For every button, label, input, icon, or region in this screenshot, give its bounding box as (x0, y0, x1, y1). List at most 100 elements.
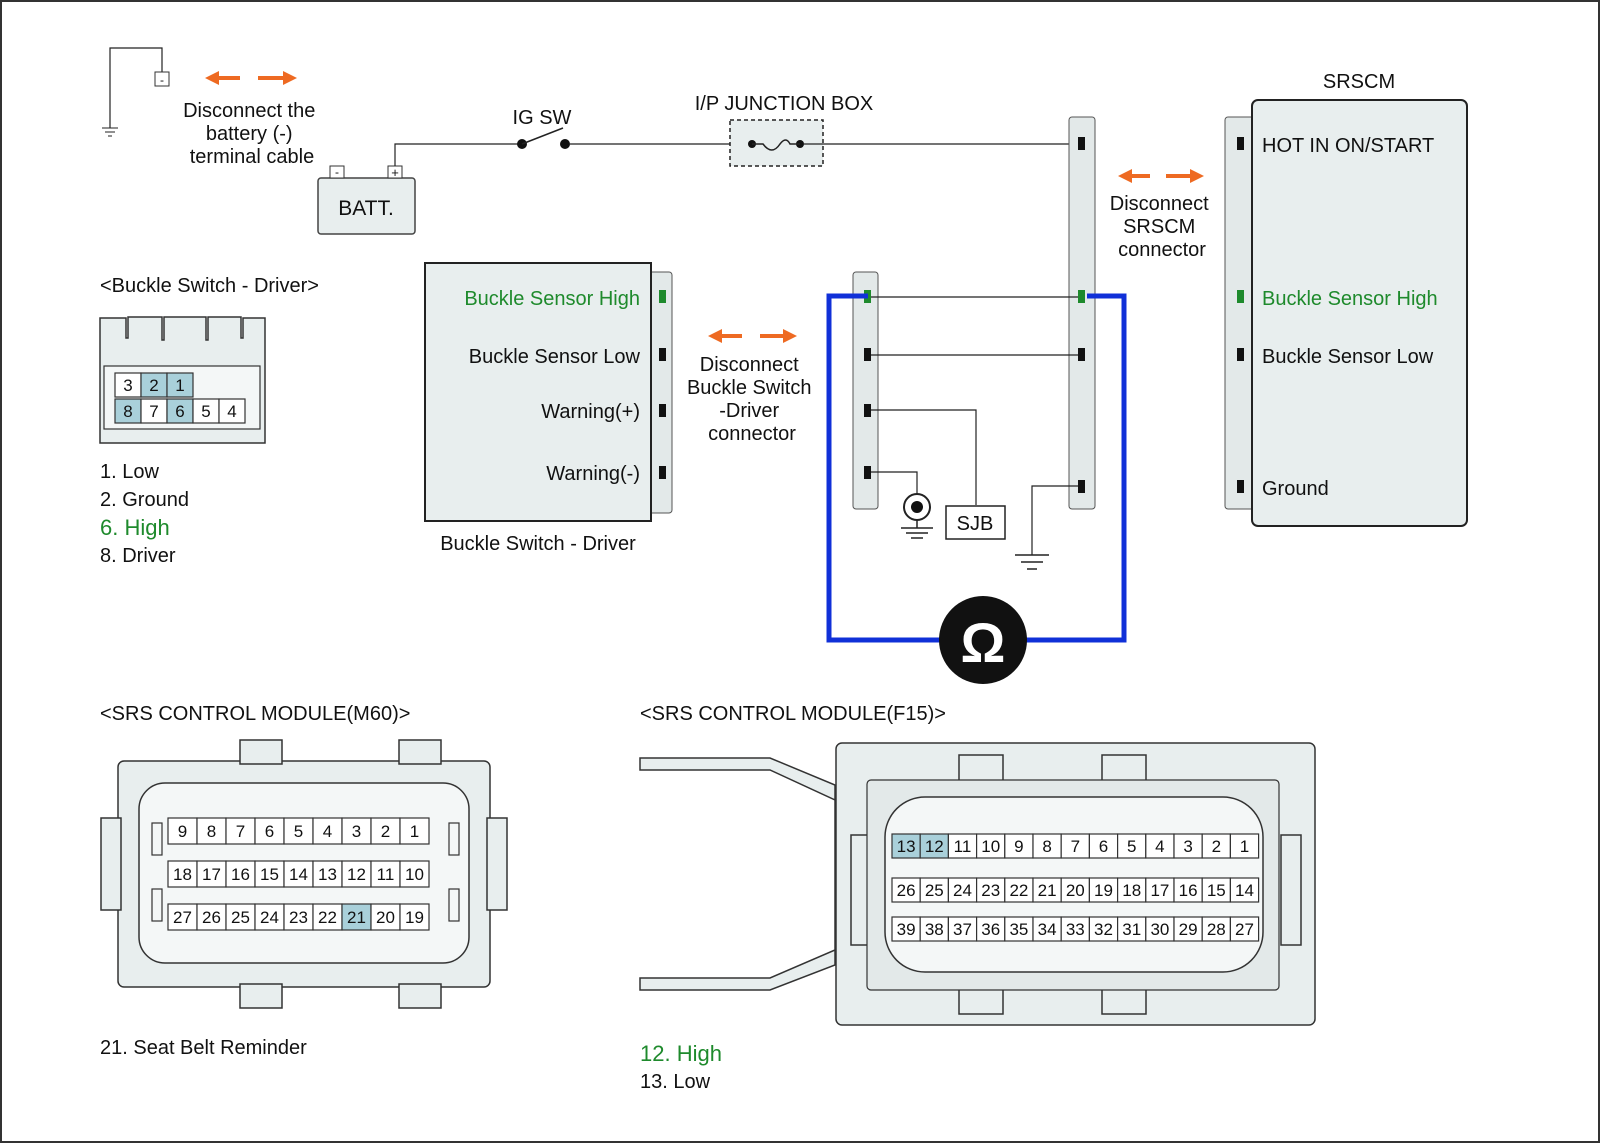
f15-pin-cell (1145, 916, 1175, 942)
f15-pin-number: 20 (1066, 881, 1085, 900)
disconnect-battery-arrow (205, 71, 297, 85)
f15-pin-number: 37 (953, 920, 972, 939)
f15-pin-number: 13 (897, 837, 916, 856)
m60-pin-cell (196, 817, 227, 845)
battery-ground-symbol: - (102, 47, 170, 137)
f15-pin-number: 6 (1099, 837, 1108, 856)
srscm-box: SRSCM HOT IN ON/START Buckle Sensor High… (1224, 71, 1468, 527)
battery: - + BATT. (317, 165, 416, 235)
m60-pin-cell (254, 903, 285, 931)
srscm-title: SRSCM (1323, 71, 1395, 93)
f15-pin-number: 17 (1150, 881, 1169, 900)
f15-pin-number: 8 (1042, 837, 1051, 856)
f15-connector-legend: 12. High 13. Low (640, 1041, 728, 1093)
meter-lead-left (826, 293, 940, 643)
f15-pin-cell (891, 833, 921, 859)
f15-pin-cell (1173, 916, 1203, 942)
f15-pin-cell (1145, 833, 1175, 859)
m60-pin-number: 12 (347, 865, 366, 884)
f15-pin-number: 27 (1235, 920, 1254, 939)
buckle-pin-warnplus-label: Warning(+) (541, 401, 640, 423)
f15-pin-number: 5 (1127, 837, 1136, 856)
srscm-ground-icon (1015, 554, 1049, 570)
f15-pin-number: 18 (1122, 881, 1141, 900)
f15-pin-cell (1201, 916, 1231, 942)
ig-sw-label: IG SW (513, 107, 572, 129)
m60-pin-number: 4 (323, 822, 332, 841)
f15-pin-number: 29 (1179, 920, 1198, 939)
f15-legend-low: 13. Low (640, 1071, 711, 1093)
buckle-pin-number: 6 (175, 402, 184, 421)
f15-pin-cell (1173, 833, 1203, 859)
f15-pin-number: 35 (1009, 920, 1028, 939)
f15-pin-number: 12 (925, 837, 944, 856)
buckle-switch-title: Buckle Switch - Driver (440, 533, 636, 555)
strip-pin-high-right (1078, 290, 1085, 303)
m60-pin-number: 1 (410, 822, 419, 841)
ohm-symbol: Ω (961, 611, 1006, 674)
f15-pin-number: 1 (1240, 837, 1249, 856)
m60-pin-number: 5 (294, 822, 303, 841)
f15-pin-cell (891, 916, 921, 942)
f15-legend-high: 12. High (640, 1041, 722, 1066)
wire-warning-plus-sjb (870, 409, 977, 505)
strip-pin-hot-right (1078, 137, 1085, 150)
m60-pin-number: 21 (347, 908, 366, 927)
f15-pin-number: 32 (1094, 920, 1113, 939)
m60-pin-number: 2 (381, 822, 390, 841)
buckle-harness-strip (852, 271, 879, 510)
srscm-pin-hot-label: HOT IN ON/START (1262, 135, 1434, 157)
body-ground-icon (901, 493, 933, 539)
disconnect-srscm-arrow (1118, 169, 1204, 183)
f15-connector-title: <SRS CONTROL MODULE(F15)> (640, 703, 946, 725)
buckle-pin-cell (140, 398, 168, 424)
f15-pin-cell (947, 877, 978, 903)
sjb-box: SJB (945, 505, 1006, 540)
buckle-pin-warnminus-label: Warning(-) (546, 463, 640, 485)
f15-pin-cell (1229, 916, 1260, 942)
m60-pin-number: 11 (377, 865, 395, 884)
m60-pin-number: 26 (202, 908, 221, 927)
meter-lead-right (1020, 293, 1127, 643)
f15-pin-number: 30 (1150, 920, 1169, 939)
f15-pin-number: 11 (954, 837, 972, 856)
f15-pin-cell (947, 916, 978, 942)
wire-srscm-ground (1031, 485, 1082, 555)
m60-pin-number: 24 (260, 908, 279, 927)
ip-junction-box: I/P JUNCTION BOX (695, 93, 873, 167)
wire-warning-minus-ground (870, 471, 918, 495)
f15-pin-cell (1004, 877, 1034, 903)
f15-pin-number: 25 (925, 881, 944, 900)
f15-pin-cell (1088, 833, 1119, 859)
buckle-legend-ground: 2. Ground (100, 489, 189, 511)
m60-pin-number: 22 (318, 908, 337, 927)
f15-pin-cell (1032, 877, 1062, 903)
disconnect-buckle-label: Disconnect Buckle Switch -Driver connect… (687, 354, 817, 445)
buckle-legend-driver: 8. Driver (100, 545, 176, 567)
f15-pin-cell (975, 916, 1006, 942)
batt-minus-label: - (335, 165, 339, 179)
m60-legend-seat-belt-reminder: 21. Seat Belt Reminder (100, 1037, 307, 1059)
f15-pin-cell (1116, 877, 1147, 903)
m60-pin-number: 10 (405, 865, 424, 884)
m60-pin-cell (167, 860, 198, 888)
disconnect-srscm-label: Disconnect SRSCM connector (1110, 193, 1215, 261)
f15-pin-number: 31 (1122, 920, 1141, 939)
m60-pin-cell (399, 860, 430, 888)
strip-pin-ground-right (1078, 480, 1085, 493)
m60-pin-number: 19 (405, 908, 424, 927)
m60-pin-number: 9 (178, 822, 187, 841)
m60-pin-number: 20 (376, 908, 395, 927)
f15-pin-number: 28 (1207, 920, 1226, 939)
f15-pin-cell (919, 916, 950, 942)
buckle-pin-low-label: Buckle Sensor Low (469, 346, 641, 368)
m60-pin-number: 3 (352, 822, 361, 841)
buckle-pin-cell (114, 372, 142, 398)
sjb-label: SJB (957, 513, 994, 535)
buckle-pin-number: 7 (149, 402, 158, 421)
buckle-pin-cell (166, 372, 194, 398)
f15-pin-number: 39 (897, 920, 916, 939)
